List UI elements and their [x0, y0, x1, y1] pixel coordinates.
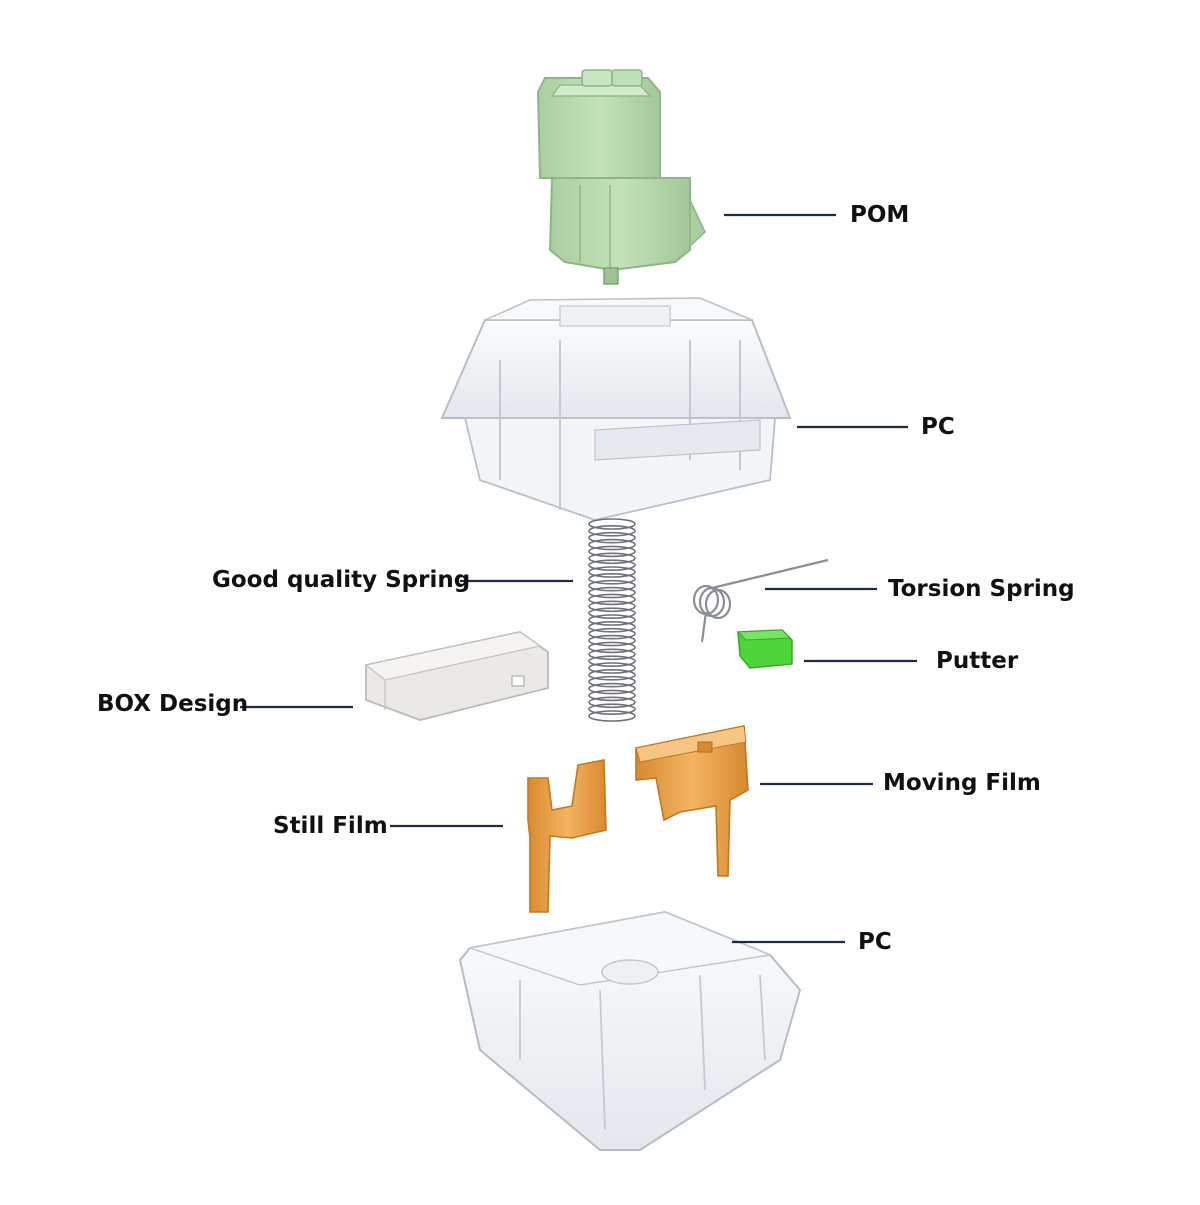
torsion-spring-part: [692, 558, 829, 643]
stem-part: [536, 69, 706, 285]
spring-coil: [588, 614, 636, 626]
spring-coil: [588, 559, 636, 571]
still-film-part: [527, 759, 607, 913]
spring-coil: [588, 621, 636, 633]
spring-coil: [588, 627, 636, 640]
spring-coil: [588, 675, 636, 688]
spring-coil: [588, 525, 636, 537]
spring-coil: [588, 655, 636, 667]
label-pc-top: PC: [921, 414, 955, 440]
spring-coil: [588, 593, 636, 606]
label-putter: Putter: [936, 648, 1019, 674]
label-torsion-spring: Torsion Spring: [888, 576, 1075, 602]
moving-film-part: [635, 725, 749, 877]
label-pom: POM: [850, 202, 910, 228]
coil-spring-part: [588, 518, 636, 722]
bottom-housing-part: [458, 910, 802, 1151]
spring-coil: [588, 573, 636, 585]
putter-part: [736, 629, 793, 669]
spring-coil: [588, 696, 636, 709]
spring-coil: [588, 545, 636, 558]
spring-coil: [588, 689, 636, 702]
spring-coil: [588, 538, 636, 551]
spring-coil: [588, 586, 636, 599]
spring-coil: [588, 566, 636, 578]
spring-coil: [588, 518, 636, 530]
spring-coil: [588, 607, 636, 619]
spring-coil: [588, 641, 636, 654]
spring-coil: [588, 648, 636, 661]
spring-coil: [588, 703, 636, 715]
spring-coil: [588, 531, 636, 544]
top-housing-part: [440, 297, 792, 521]
spring-coil: [588, 682, 636, 695]
spring-coil: [588, 710, 636, 722]
leader-lines: [240, 213, 917, 944]
spring-coil: [588, 669, 636, 681]
label-pc-bottom: PC: [858, 929, 892, 955]
spring-coil: [588, 634, 636, 647]
spring-coil: [588, 662, 636, 674]
box-design-part: [364, 631, 549, 721]
label-still-film: Still Film: [273, 813, 388, 839]
spring-coil: [588, 600, 636, 613]
spring-coil: [588, 552, 636, 565]
spring-coil: [588, 579, 636, 592]
label-good-quality-spring: Good quality Spring: [212, 567, 471, 593]
label-moving-film: Moving Film: [883, 770, 1041, 796]
label-box-design: BOX Design: [97, 691, 249, 717]
